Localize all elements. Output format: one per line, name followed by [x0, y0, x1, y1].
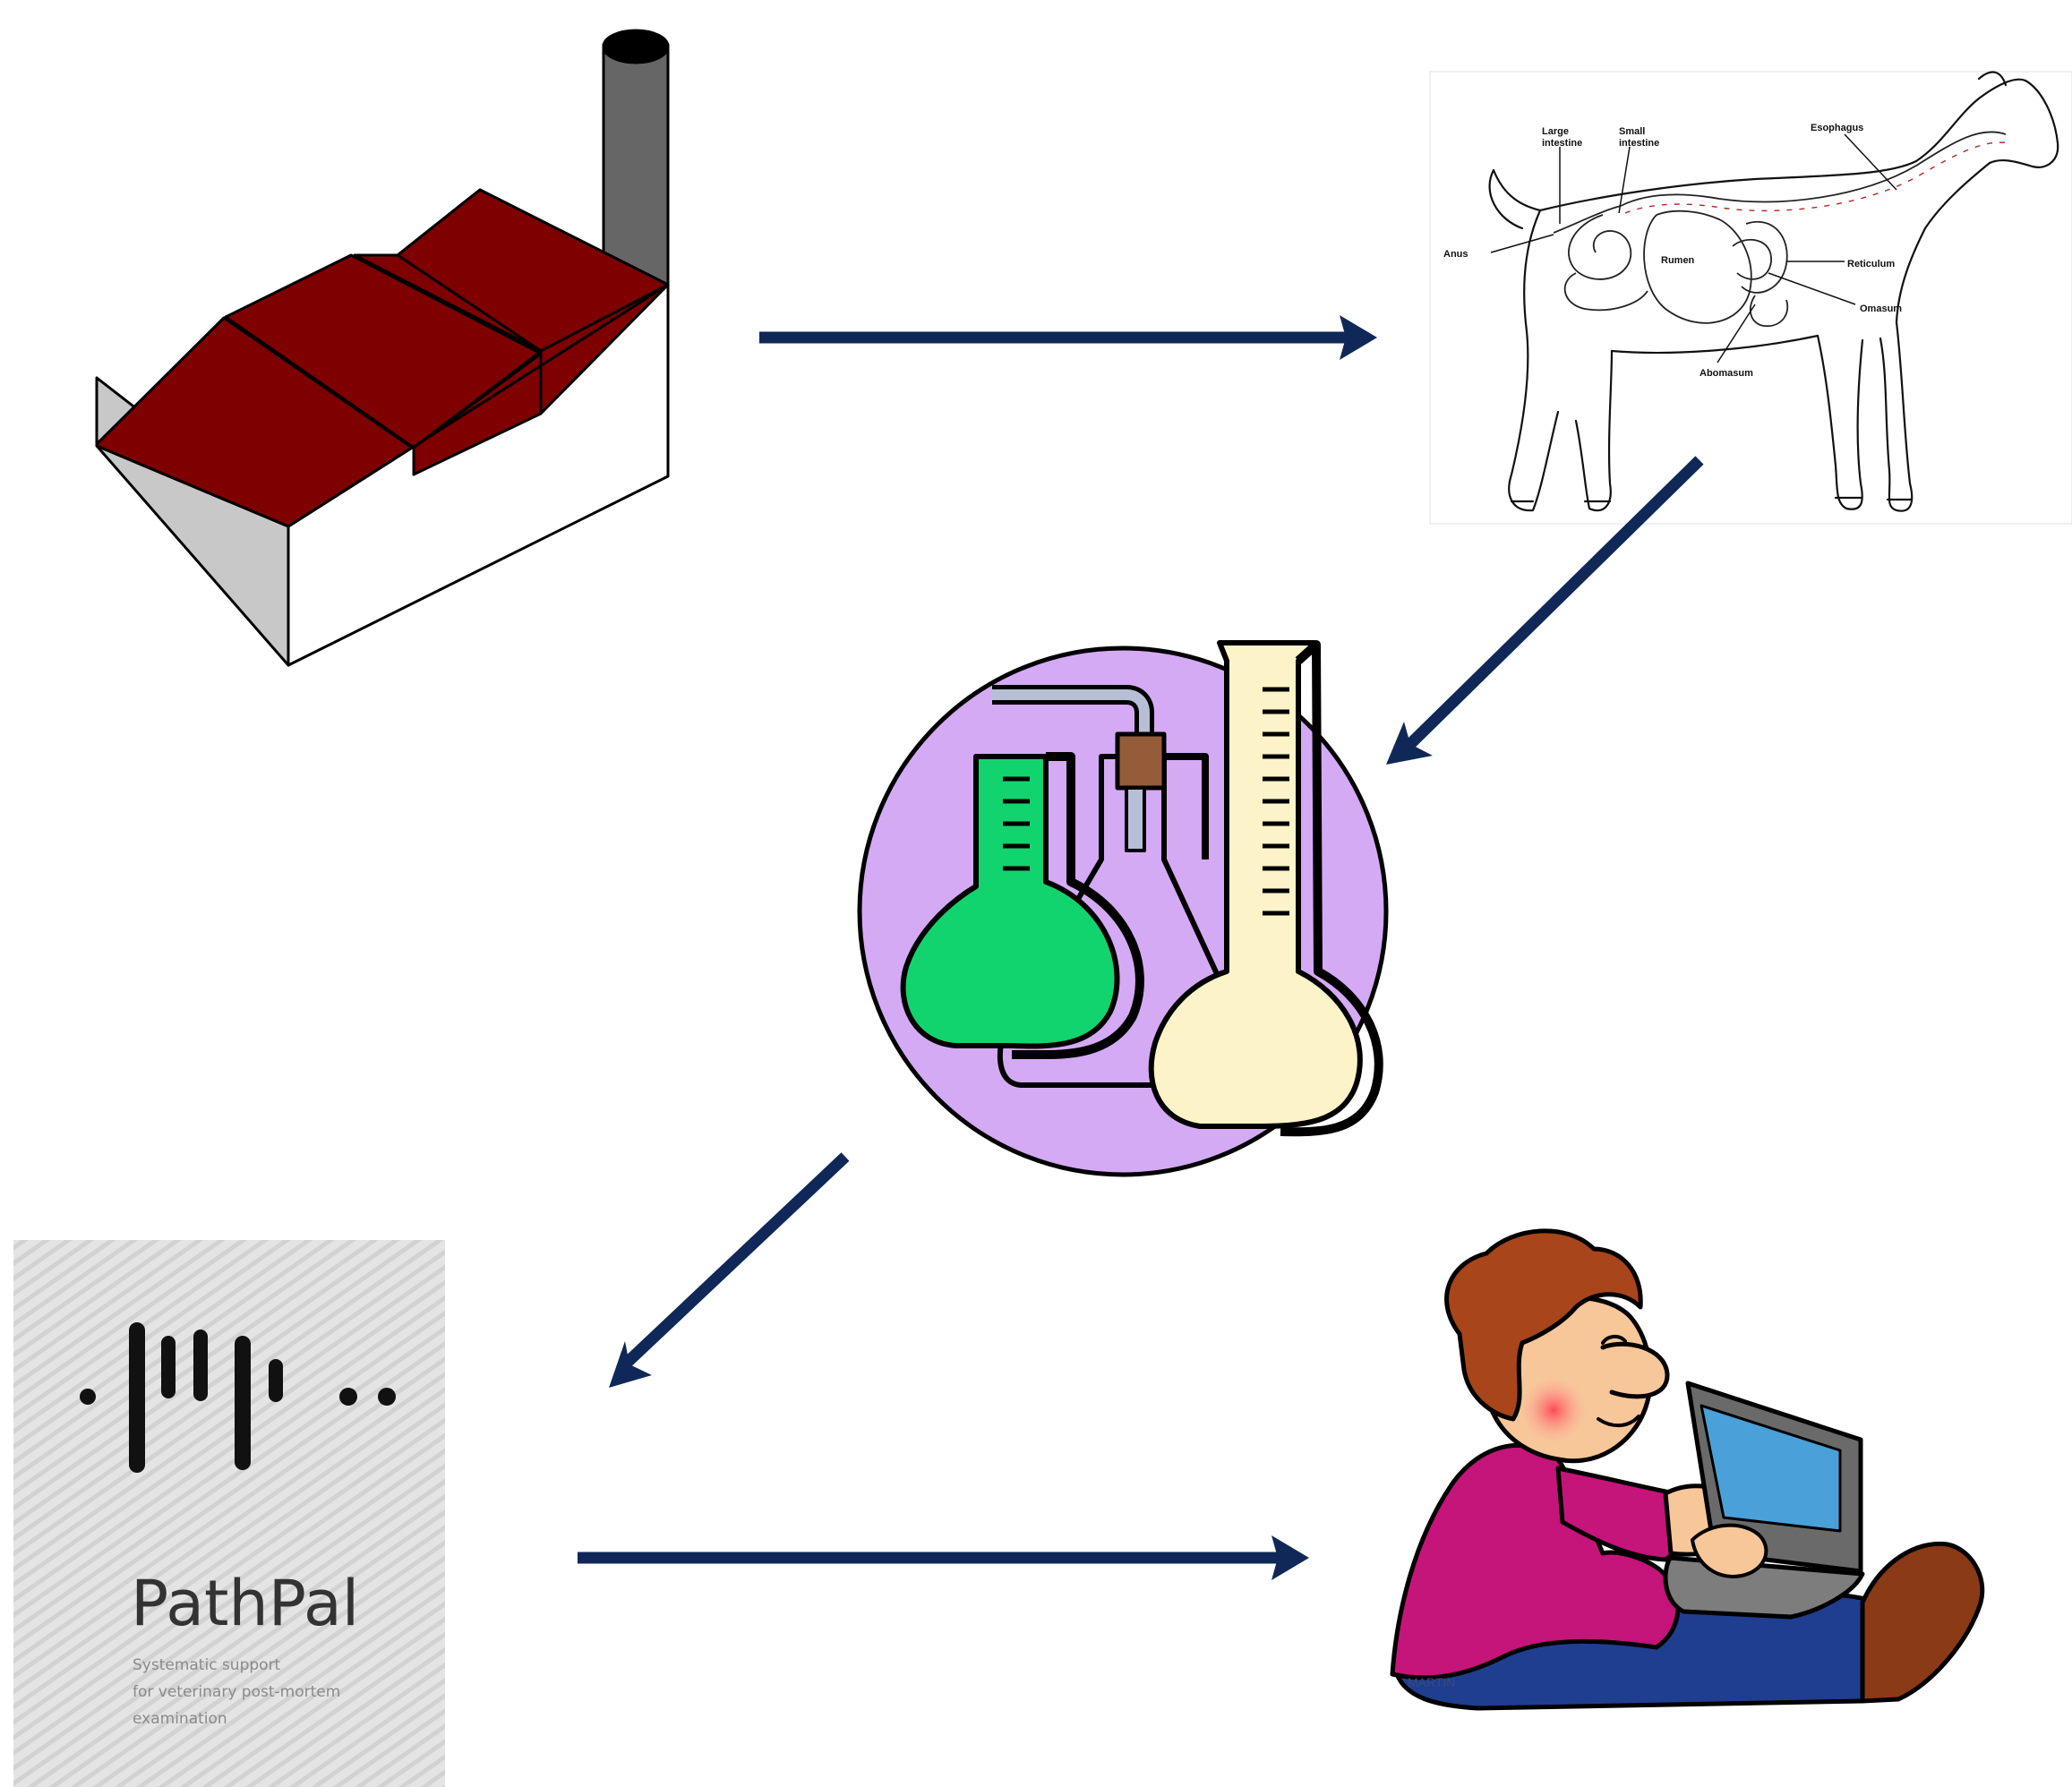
chimney [602, 29, 670, 297]
goat-digestive-diagram-icon: Large intestine Small intestine Esophagu… [1429, 71, 2072, 525]
factory-icon [95, 29, 670, 667]
lab-flasks-icon [857, 640, 1389, 1177]
arrow-goat-to-lab [1386, 456, 1704, 765]
pathpal-title: PathPal [131, 1567, 359, 1640]
label-large-intestine: Large intestine [1542, 126, 1582, 149]
factory-roof [95, 188, 670, 528]
pathpal-subtitle-1: Systematic support [133, 1656, 281, 1674]
pathpal-logo: PathPal Systematic support for veterinar… [13, 1240, 445, 1787]
label-small-intestine: Small intestine [1619, 126, 1659, 149]
pathpal-subtitle-3: examination [133, 1710, 227, 1728]
label-omasum: Omasum [1860, 304, 1902, 314]
person-laptop-icon: MARTIN [1390, 1228, 1985, 1711]
pathpal-subtitle-2: for veterinary post-mortem [133, 1683, 340, 1701]
label-reticulum: Reticulum [1847, 259, 1895, 269]
label-abomasum: Abomasum [1700, 368, 1753, 379]
label-esophagus: Esophagus [1811, 123, 1863, 133]
arrow-pathpal-to-person [578, 1535, 1309, 1580]
label-rumen: Rumen [1661, 255, 1695, 266]
flow-arrows [578, 315, 1704, 1580]
artist-signature: MARTIN [1408, 1675, 1455, 1689]
arrow-factory-to-goat [759, 315, 1377, 360]
arrow-lab-to-pathpal [609, 1152, 850, 1388]
pathpal-mark [80, 1322, 396, 1473]
label-anus: Anus [1443, 249, 1468, 260]
